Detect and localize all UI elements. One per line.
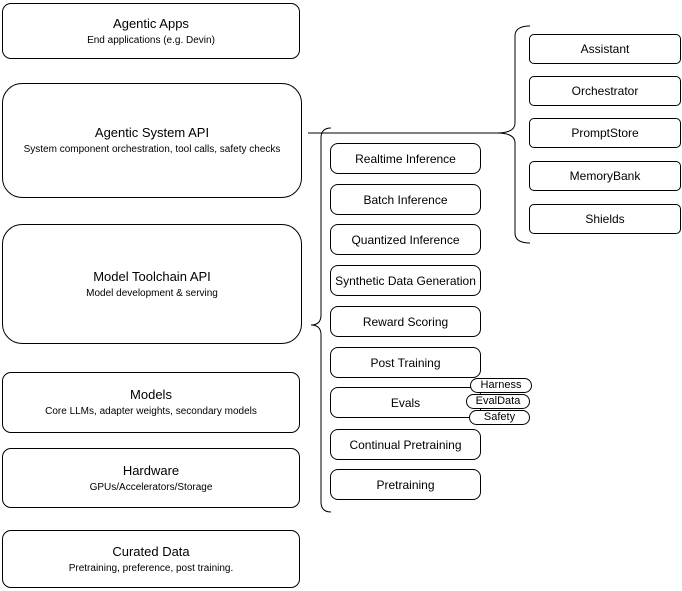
toolchain-brace	[310, 127, 332, 513]
system-component-promptstore: PromptStore	[529, 118, 681, 148]
system-component-label: Assistant	[580, 42, 630, 56]
evals-tag-label: EvalData	[475, 395, 521, 407]
layer-subtitle: Model development & serving	[86, 287, 218, 299]
layer-subtitle: Pretraining, preference, post training.	[68, 562, 234, 574]
layer-subtitle: GPUs/Accelerators/Storage	[89, 481, 213, 493]
system-component-memorybank: MemoryBank	[529, 161, 681, 191]
system-component-label: MemoryBank	[569, 169, 641, 183]
toolchain-item-label: Post Training	[370, 355, 441, 370]
layer-title: Models	[130, 387, 172, 402]
layer-models: Models Core LLMs, adapter weights, secon…	[2, 372, 300, 433]
layer-title: Agentic Apps	[113, 15, 189, 31]
layer-model-toolchain-api: Model Toolchain API Model development & …	[2, 224, 302, 344]
system-component-label: Shields	[585, 212, 625, 226]
layer-title: Model Toolchain API	[93, 268, 211, 284]
toolchain-item-continual-pretraining: Continual Pretraining	[330, 429, 481, 460]
evals-tag-label: Safety	[483, 411, 516, 423]
toolchain-item-label: Evals	[390, 395, 421, 410]
toolchain-item-label: Batch Inference	[363, 192, 448, 207]
layer-curated-data: Curated Data Pretraining, preference, po…	[2, 530, 300, 588]
toolchain-item-label: Continual Pretraining	[349, 437, 462, 452]
system-component-assistant: Assistant	[529, 34, 681, 64]
toolchain-item-synthetic-data-generation: Synthetic Data Generation	[330, 265, 481, 296]
system-component-label: Orchestrator	[571, 84, 639, 98]
evals-tag-evaldata: EvalData	[466, 394, 530, 409]
toolchain-item-batch-inference: Batch Inference	[330, 184, 481, 215]
toolchain-item-quantized-inference: Quantized Inference	[330, 224, 481, 255]
evals-tag-label: Harness	[480, 379, 522, 391]
system-component-orchestrator: Orchestrator	[529, 76, 681, 106]
toolchain-item-evals: Evals	[330, 387, 481, 418]
layer-hardware: Hardware GPUs/Accelerators/Storage	[2, 448, 300, 508]
layer-title: Curated Data	[112, 543, 190, 559]
toolchain-item-label: Realtime Inference	[355, 151, 456, 166]
toolchain-item-label: Pretraining	[376, 477, 435, 492]
toolchain-item-reward-scoring: Reward Scoring	[330, 306, 481, 337]
toolchain-item-label: Quantized Inference	[351, 232, 460, 247]
layer-subtitle: System component orchestration, tool cal…	[23, 144, 281, 155]
layer-title: Agentic System API	[94, 125, 210, 140]
toolchain-item-realtime-inference: Realtime Inference	[330, 143, 481, 174]
system-component-label: PromptStore	[571, 126, 639, 140]
toolchain-item-post-training: Post Training	[330, 347, 481, 378]
layer-subtitle: End applications (e.g. Devin)	[87, 34, 215, 46]
evals-tag-harness: Harness	[470, 378, 532, 393]
toolchain-item-label: Reward Scoring	[362, 314, 449, 329]
toolchain-item-pretraining: Pretraining	[330, 469, 481, 500]
toolchain-item-label: Synthetic Data Generation	[335, 273, 476, 288]
system-component-shields: Shields	[529, 204, 681, 234]
layer-agentic-apps: Agentic Apps End applications (e.g. Devi…	[2, 3, 300, 59]
layer-title: Hardware	[122, 462, 180, 478]
evals-tag-safety: Safety	[469, 410, 530, 425]
layer-agentic-system-api: Agentic System API System component orch…	[2, 83, 302, 198]
system-components-brace	[496, 25, 531, 244]
layer-subtitle: Core LLMs, adapter weights, secondary mo…	[45, 406, 257, 417]
